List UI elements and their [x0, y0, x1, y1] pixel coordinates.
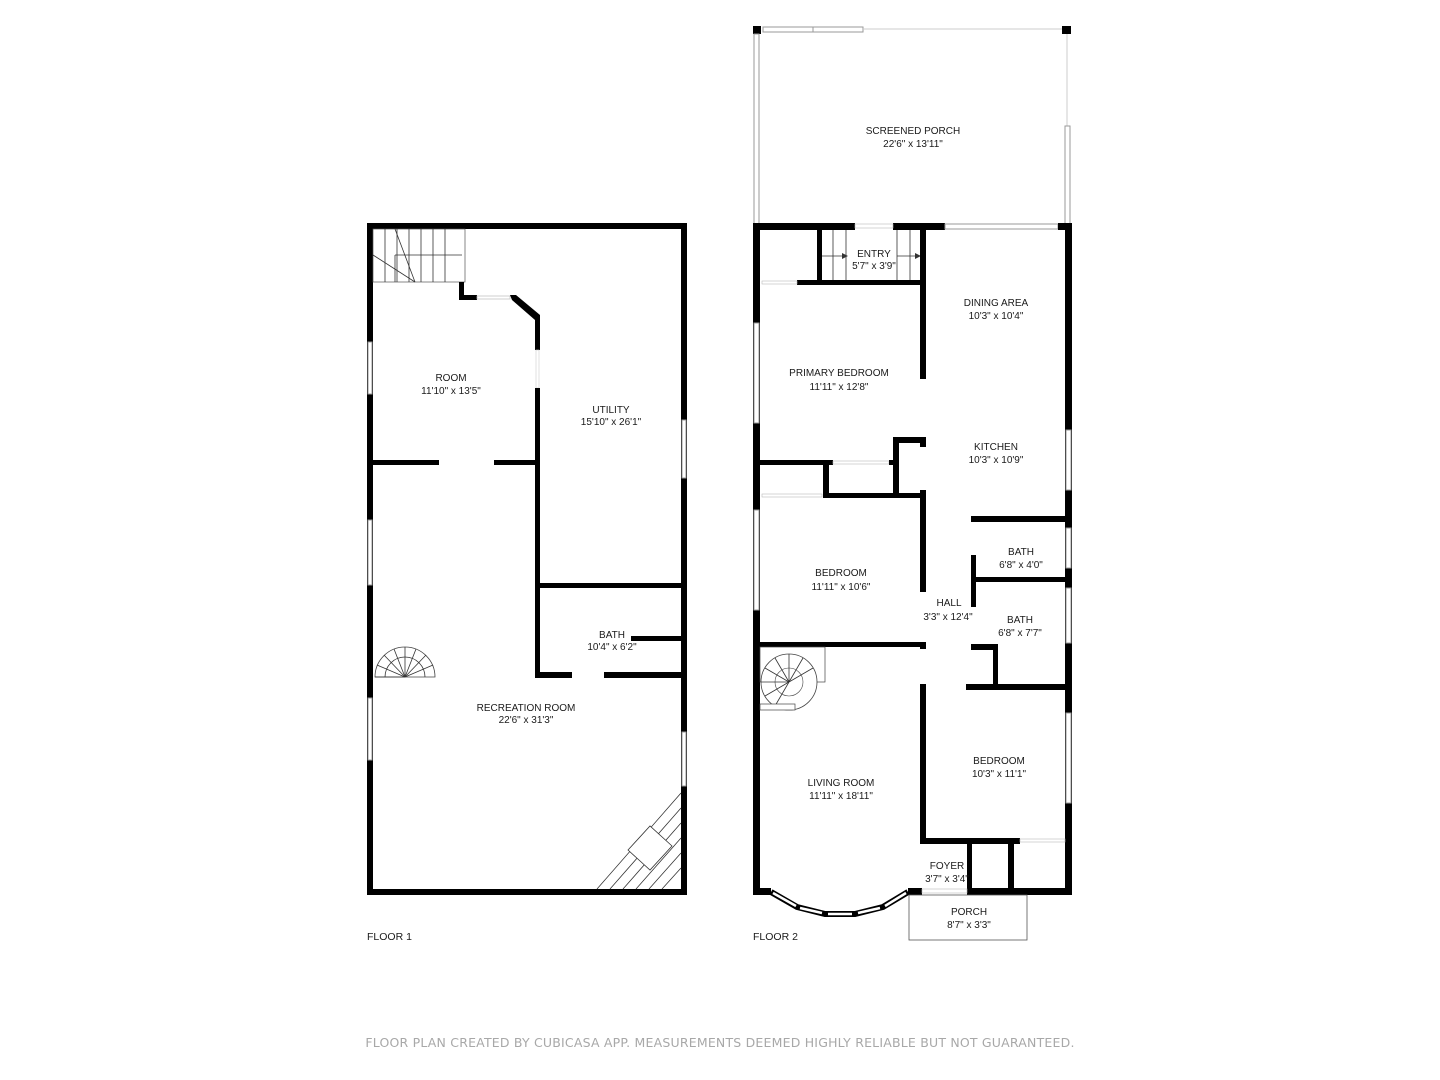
floor-2-plan: SCREENED PORCH 22'6" x 13'11" ENTRY 5'7"… — [753, 26, 1072, 943]
utility-dimensions: 15'10" x 26'1" — [581, 417, 642, 428]
room-name: ROOM — [435, 373, 466, 384]
bedroom-2-dimensions: 10'3" x 11'1" — [972, 769, 1027, 780]
porch-name: PORCH — [951, 907, 987, 918]
spiral-stair-icon — [374, 646, 436, 678]
kitchen-name: KITCHEN — [974, 442, 1018, 453]
utility-name: UTILITY — [592, 405, 630, 416]
spiral-stair-icon — [759, 646, 826, 711]
bedroom-name: BEDROOM — [815, 568, 867, 579]
room-dimensions: 11'10" x 13'5" — [421, 386, 481, 397]
porch-dimensions: 8'7" x 3'3" — [947, 920, 991, 931]
hall-dimensions: 3'3" x 12'4" — [923, 612, 973, 623]
foyer-name: FOYER — [930, 861, 964, 872]
disclaimer-footer: FLOOR PLAN CREATED BY CUBICASA APP. MEAS… — [365, 1035, 1075, 1050]
bedroom-2-name: BEDROOM — [973, 756, 1025, 767]
primary-bedroom-dimensions: 11'11" x 12'8" — [810, 382, 869, 393]
entry-name: ENTRY — [857, 249, 891, 260]
floor-1-label: FLOOR 1 — [367, 931, 412, 943]
bath-name: BATH — [599, 630, 625, 641]
living-room-name: LIVING ROOM — [808, 778, 875, 789]
kitchen-dimensions: 10'3" x 10'9" — [969, 455, 1024, 466]
diagonal-stair-icon — [596, 792, 682, 890]
floor-1-plan: ROOM 11'10" x 13'5" UTILITY 15'10" x 26'… — [367, 223, 687, 943]
recreation-room-dimensions: 22'6" x 31'3" — [499, 715, 554, 726]
dining-area-name: DINING AREA — [964, 298, 1029, 309]
hall-name: HALL — [936, 598, 961, 609]
bath-upper-dimensions: 6'8" x 4'0" — [999, 560, 1043, 571]
screened-porch-name: SCREENED PORCH — [866, 126, 960, 137]
bath-lower-name: BATH — [1007, 615, 1033, 626]
floor-2-label: FLOOR 2 — [753, 931, 798, 943]
bath-upper-name: BATH — [1008, 547, 1034, 558]
entry-dimensions: 5'7" x 3'9" — [852, 261, 896, 272]
recreation-room-name: RECREATION ROOM — [477, 703, 576, 714]
living-room-dimensions: 11'11" x 18'11" — [809, 791, 873, 802]
foyer-dimensions: 3'7" x 3'4" — [925, 874, 969, 885]
bath-lower-dimensions: 6'8" x 7'7" — [998, 628, 1042, 639]
bath-dimensions: 10'4" x 6'2" — [587, 642, 637, 653]
primary-bedroom-name: PRIMARY BEDROOM — [789, 368, 889, 379]
dining-area-dimensions: 10'3" x 10'4" — [969, 311, 1024, 322]
screened-porch-dimensions: 22'6" x 13'11" — [883, 139, 943, 150]
bedroom-dimensions: 11'11" x 10'6" — [812, 582, 871, 593]
